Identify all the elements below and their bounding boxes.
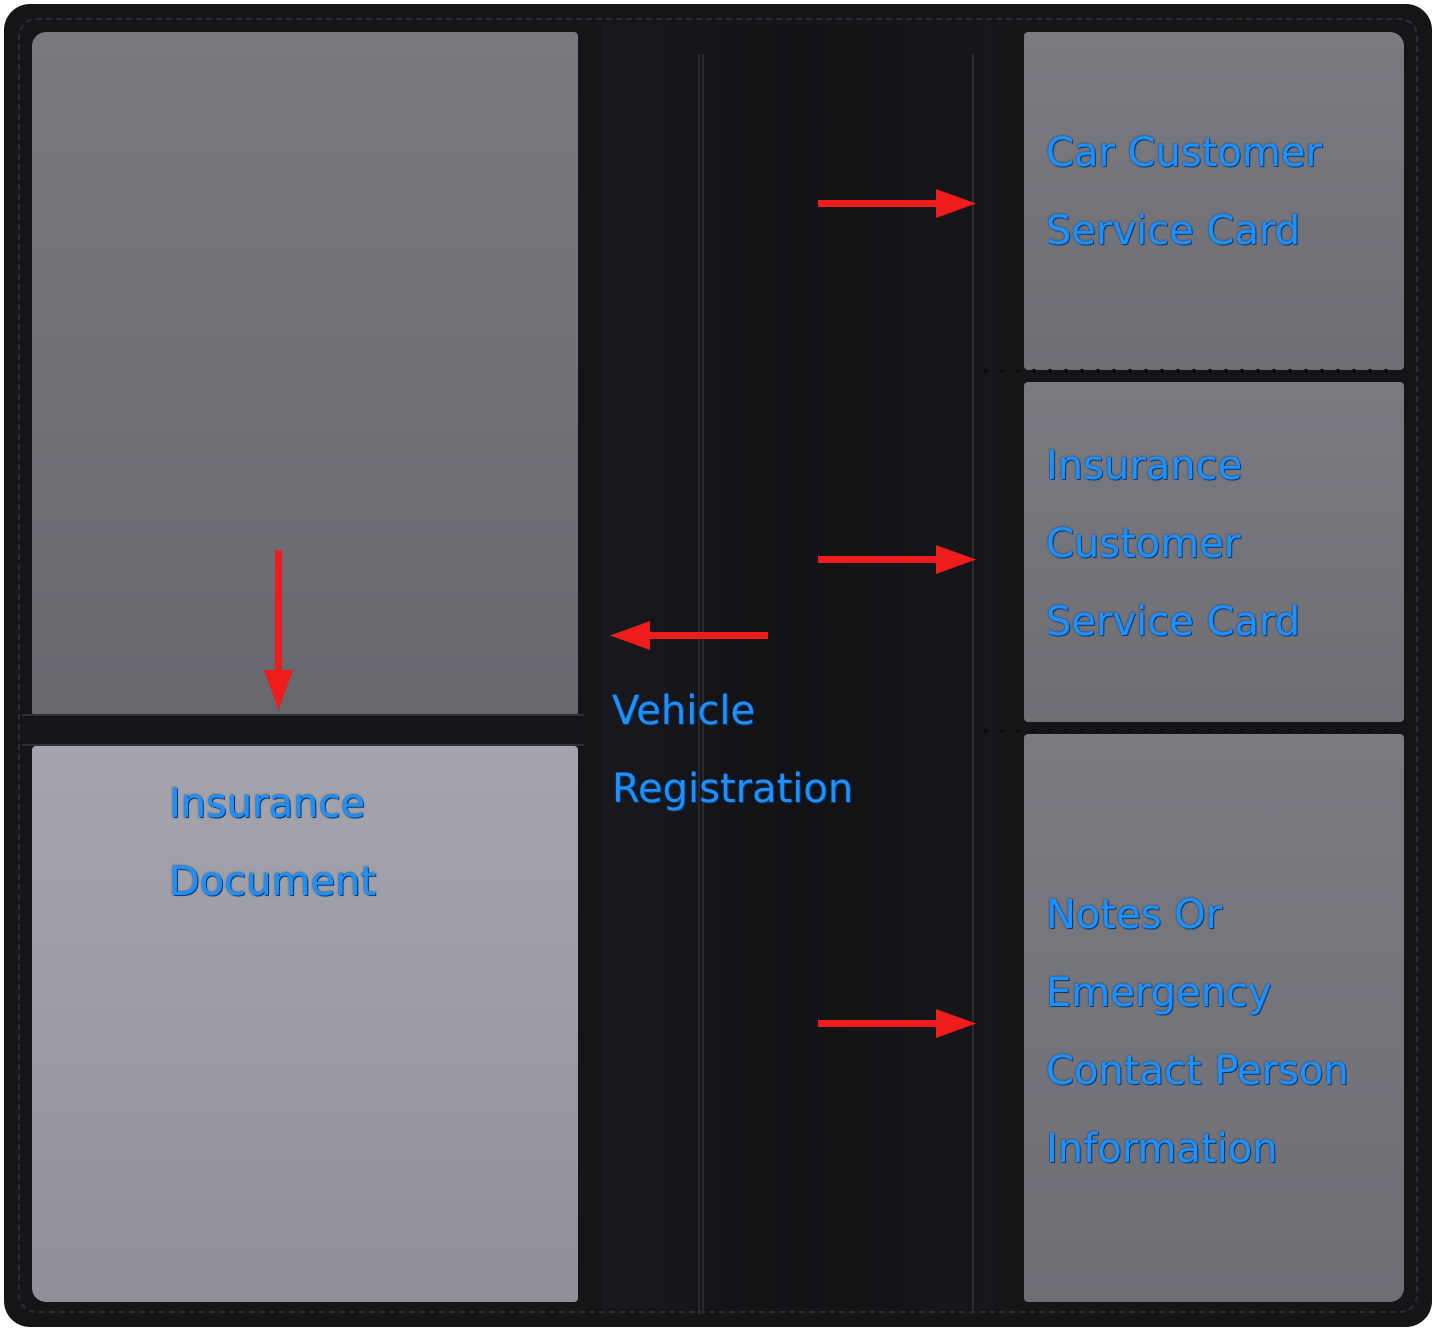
arrow-right-icon [818,545,976,574]
car-service-card-pocket [1024,32,1404,370]
label-line: Contact Person [1046,1048,1349,1094]
card-pocket-seam [978,728,1398,734]
insurance-document-label: Insurance Document [169,765,376,921]
label-line: Customer [1046,521,1241,567]
label-line: Service Card [1046,599,1301,645]
spine-stitch-line [698,54,700,1314]
arrow-down-icon [264,550,293,710]
label-line: Insurance [169,781,366,827]
label-line: Notes Or [1046,892,1223,938]
arrow-right-icon [818,1009,976,1038]
label-line: Vehicle [612,688,756,734]
insurance-service-card-label: Insurance Customer Service Card [1046,427,1300,661]
center-spine-pocket [602,24,994,1314]
left-upper-pocket [32,32,578,716]
label-line: Information [1046,1126,1278,1172]
insurance-service-card-pocket [1024,382,1404,722]
wallet-card-holder [4,4,1432,1327]
notes-emergency-contact-label: Notes Or Emergency Contact Person Inform… [1046,876,1349,1188]
label-line: Emergency [1046,970,1272,1016]
insurance-document-pocket [32,746,578,1302]
spine-stitch-line [972,54,974,1314]
spine-stitch-line [702,54,704,1314]
label-line: Insurance [1046,443,1243,489]
label-line: Registration [612,766,854,812]
notes-pocket [1024,734,1404,1302]
label-line: Car Customer [1046,130,1322,176]
label-line: Service Card [1046,208,1301,254]
left-pocket-seam [22,714,584,746]
vehicle-registration-label: Vehicle Registration [612,672,853,828]
card-pocket-seam [978,368,1398,374]
label-line: Document [169,859,377,905]
arrow-left-icon [610,621,768,650]
arrow-right-icon [818,189,976,218]
car-service-card-label: Car Customer Service Card [1046,114,1322,270]
